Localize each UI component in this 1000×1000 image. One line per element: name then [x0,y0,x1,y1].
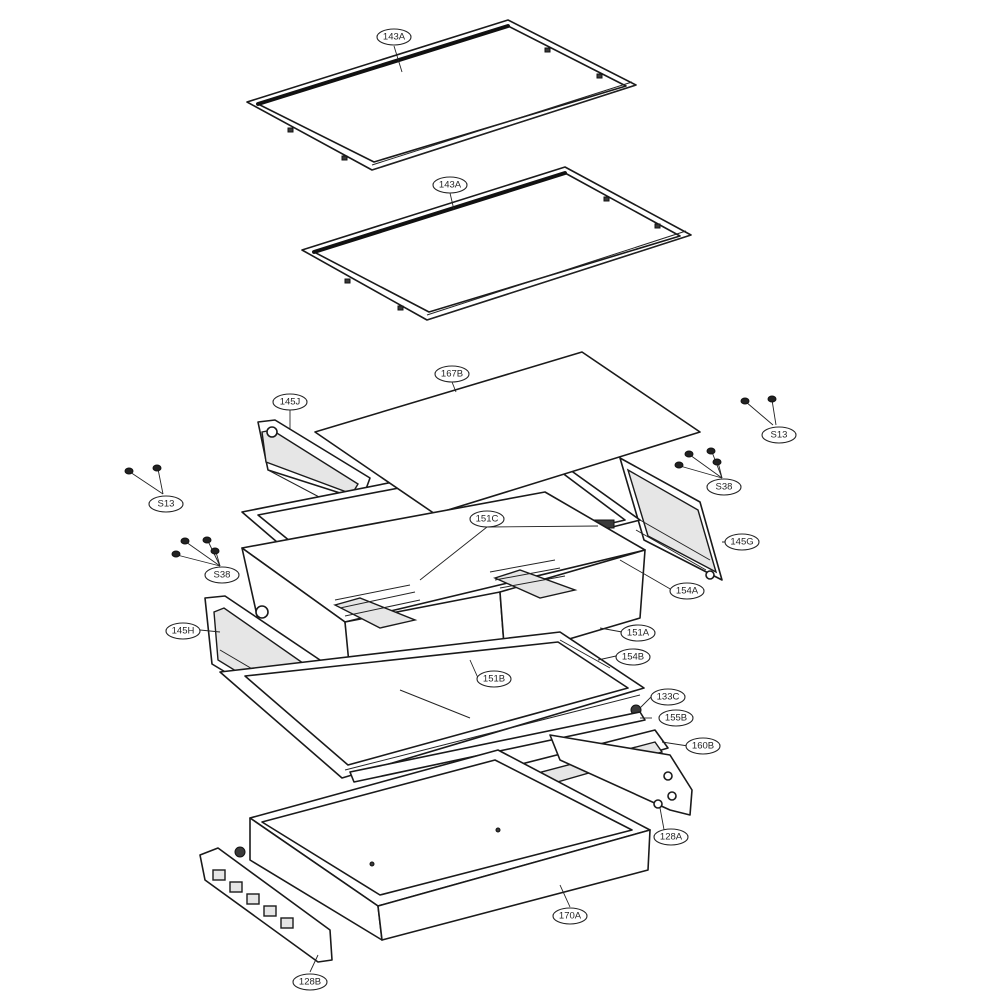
rail-155b [349,711,646,783]
callout-154b: 154B [615,648,651,666]
screws-s38-right [674,447,723,479]
callout-128b: 128B [292,973,328,991]
callout-154b-text: 154B [622,652,644,663]
callout-145j: 145J [272,393,308,411]
bracket-128a [549,734,693,816]
callout-160b-text: 160B [692,741,714,752]
bracket-128b [199,847,333,963]
callout-160b: 160B [685,737,721,755]
callout-155b-text: 155B [665,713,687,724]
callout-151a: 151A [620,624,656,642]
callout-167b: 167B [434,365,470,383]
screws-s13-left [124,464,164,495]
bottom-drawer-170a [234,749,651,941]
callout-167b-text: 167B [441,369,463,380]
callout-s38-left: S38 [204,566,240,584]
drawer-vents [334,559,566,617]
callout-170a: 170A [552,907,588,925]
callout-s13-left-text: S13 [158,499,175,510]
callout-143a-middle: 143A [432,176,468,194]
side-rail-145g [619,457,723,581]
callout-s38-right-text: S38 [716,482,733,493]
callout-128a: 128A [653,828,689,846]
callout-s13-right-text: S13 [771,430,788,441]
callout-151a-text: 151A [627,628,650,639]
callout-s38-left-text: S38 [214,570,231,581]
callout-155b: 155B [658,709,694,727]
callout-s13-left: S13 [148,495,184,513]
bracket-128b-slots [212,869,294,929]
callout-133c: 133C [650,688,686,706]
callout-145h: 145H [165,622,201,640]
glass-shelf-143a-middle [301,166,692,321]
callout-154a: 154A [669,582,705,600]
callout-151b: 151B [476,670,512,688]
glass-panel-167b [314,351,701,515]
divider-frame-154b [219,631,645,779]
callout-133c-text: 133C [657,692,680,703]
callout-143a-top: 143A [376,28,412,46]
callout-151c: 151C [469,510,505,528]
callout-145h-text: 145H [172,626,195,637]
callout-s13-right: S13 [761,426,797,444]
callout-128b-text: 128B [299,977,321,988]
callout-s38-right: S38 [706,478,742,496]
screws-s13-right [740,395,777,426]
callout-143a-top-text: 143A [383,32,406,43]
callout-145g: 145G [724,533,760,551]
callout-143a-middle-text: 143A [439,180,462,191]
callout-154a-text: 154A [676,586,699,597]
callout-170a-text: 170A [559,911,582,922]
callout-151b-text: 151B [483,674,505,685]
callout-145g-text: 145G [730,537,753,548]
glass-shelf-143a-top [246,19,637,171]
callout-145j-text: 145J [280,397,301,408]
screws-s38-left [171,536,221,567]
callout-151c-text: 151C [476,514,499,525]
callout-128a-text: 128A [660,832,683,843]
